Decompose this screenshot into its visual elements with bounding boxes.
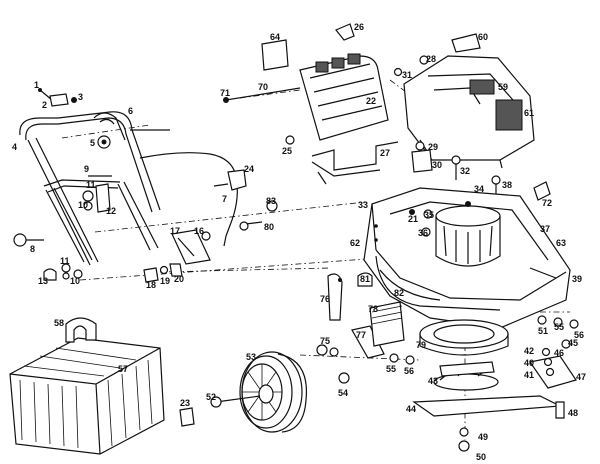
callout-34: 34 (474, 184, 484, 194)
callout-17: 17 (170, 226, 180, 236)
deck-skirt (375, 255, 501, 311)
callout-6: 6 (128, 106, 133, 116)
callout-47: 47 (576, 372, 586, 382)
callout-26: 26 (354, 22, 364, 32)
callout-7: 7 (222, 194, 227, 204)
callout-55b: 55 (386, 364, 396, 374)
callout-56: 56 (574, 330, 584, 340)
switch-24 (213, 169, 247, 191)
callout-43: 43 (428, 376, 438, 386)
callout-25: 25 (282, 146, 292, 156)
handle-small-parts (13, 88, 278, 283)
callout-30: 30 (432, 160, 442, 170)
callout-70: 70 (258, 82, 268, 92)
callout-72: 72 (542, 198, 552, 208)
callout-27: 27 (380, 148, 390, 158)
callout-1: 1 (34, 80, 39, 90)
callout-33: 33 (358, 200, 368, 210)
callout-60: 60 (478, 32, 488, 42)
callout-56b: 56 (404, 366, 414, 376)
motor-hood (393, 33, 535, 169)
callout-28: 28 (426, 54, 436, 64)
callout-31: 31 (402, 70, 412, 80)
callout-54: 54 (338, 388, 348, 398)
callout-29: 29 (428, 142, 438, 152)
callout-39: 39 (572, 274, 582, 284)
upper-handle (19, 111, 170, 266)
callout-labels: 1 2 3 4 5 6 9 11 10 12 7 24 8 13 11 10 1… (12, 22, 586, 462)
callout-63: 63 (556, 238, 566, 248)
callout-35: 35 (424, 210, 434, 220)
callout-82: 82 (394, 288, 404, 298)
callout-50: 50 (476, 452, 486, 462)
callout-5: 5 (90, 138, 95, 148)
callout-21: 21 (408, 214, 418, 224)
callout-12: 12 (106, 206, 116, 216)
hood-fasteners (411, 141, 551, 201)
callout-22: 22 (366, 96, 376, 106)
callout-24: 24 (244, 164, 254, 174)
callout-20: 20 (174, 274, 184, 284)
rear-flap-hinge (528, 315, 579, 419)
callout-44: 44 (406, 404, 416, 414)
callout-59: 59 (498, 82, 508, 92)
callout-48: 48 (568, 408, 578, 418)
callout-10: 10 (78, 200, 88, 210)
callout-71: 71 (220, 88, 230, 98)
callout-79: 79 (416, 340, 426, 350)
callout-40: 40 (524, 358, 534, 368)
wheel (179, 351, 415, 433)
callout-57: 57 (118, 364, 128, 374)
bracket-27 (311, 141, 399, 185)
callout-78: 78 (368, 304, 378, 314)
callout-41: 41 (524, 370, 534, 380)
grass-catcher (9, 317, 165, 455)
callout-51: 51 (538, 326, 548, 336)
callout-45: 45 (568, 338, 578, 348)
callout-46: 46 (554, 348, 564, 358)
height-adjuster (316, 272, 405, 359)
callout-16: 16 (194, 226, 204, 236)
callout-77: 77 (356, 330, 366, 340)
callout-11b: 11 (60, 256, 70, 266)
callout-81: 81 (360, 274, 370, 284)
callout-10b: 10 (70, 276, 80, 286)
callout-58: 58 (54, 318, 64, 328)
callout-32: 32 (460, 166, 470, 176)
callout-61: 61 (524, 108, 534, 118)
callout-53: 53 (246, 352, 256, 362)
callout-80: 80 (264, 222, 274, 232)
fan-and-blade (412, 319, 563, 452)
callout-42: 42 (524, 346, 534, 356)
callout-2: 2 (42, 100, 47, 110)
callout-8: 8 (30, 244, 35, 254)
callout-37: 37 (540, 224, 550, 234)
callout-38: 38 (502, 180, 512, 190)
grass-box-lid (223, 23, 389, 145)
callout-52: 52 (206, 392, 216, 402)
callout-4: 4 (12, 142, 17, 152)
callout-13: 13 (38, 276, 48, 286)
callout-83: 83 (266, 196, 276, 206)
motor (409, 201, 501, 267)
callout-18: 18 (146, 280, 156, 290)
callout-62: 62 (350, 238, 360, 248)
callout-55: 55 (554, 322, 564, 332)
callout-49: 49 (478, 432, 488, 442)
callout-3: 3 (78, 92, 83, 102)
callout-64: 64 (270, 32, 280, 42)
callout-19: 19 (160, 276, 170, 286)
callout-76: 76 (320, 294, 330, 304)
callout-11: 11 (86, 180, 96, 190)
callout-23: 23 (180, 398, 190, 408)
callout-36: 36 (418, 228, 428, 238)
callout-9: 9 (84, 164, 89, 174)
callout-75: 75 (320, 336, 330, 346)
